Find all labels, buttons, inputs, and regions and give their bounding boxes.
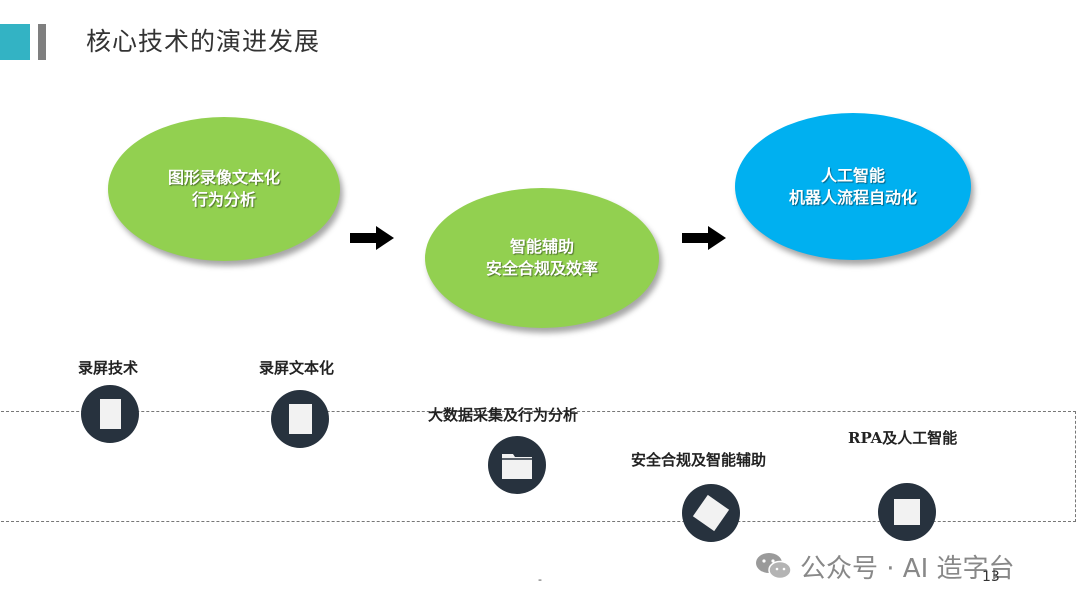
- stage-2-line1: 智能辅助: [509, 237, 574, 256]
- wechat-icon: [756, 553, 792, 580]
- diamond-icon: [682, 484, 740, 542]
- title-accent-bar: [0, 24, 30, 60]
- stage-ellipse-1: 图形录像文本化 行为分析: [108, 117, 340, 261]
- footer-dash: -: [538, 573, 542, 586]
- milestone-label-2: 录屏文本化: [259, 359, 335, 377]
- milestone-label-1: 录屏技术: [78, 359, 139, 377]
- stage-2-line2: 安全合规及效率: [485, 259, 598, 278]
- stage-3-line1: 人工智能: [820, 165, 885, 185]
- stage-ellipse-3: 人工智能 机器人流程自动化: [735, 113, 971, 260]
- page-number: 13: [982, 569, 1000, 585]
- folder-icon: [488, 436, 546, 494]
- square-icon: [878, 483, 936, 541]
- stage-3-line2: 机器人流程自动化: [788, 187, 917, 207]
- stage-ellipse-2: 智能辅助 安全合规及效率: [425, 188, 659, 328]
- document-icon: [81, 385, 139, 443]
- stage-1-line2: 行为分析: [191, 190, 256, 209]
- arrow-right-icon: [682, 226, 726, 250]
- milestone-label-3: 大数据采集及行为分析: [428, 406, 579, 424]
- arrow-right-icon: [350, 226, 394, 250]
- timeline-box: [0, 411, 1076, 522]
- watermark: 公众号 · AI 造字台: [800, 554, 1015, 584]
- title-divider-bar: [38, 24, 46, 60]
- page-title: 核心技术的演进发展: [86, 27, 321, 56]
- document-icon: [271, 390, 329, 448]
- milestone-label-5: RPA及人工智能: [848, 429, 958, 447]
- milestone-label-4: 安全合规及智能辅助: [631, 451, 767, 469]
- stage-1-line1: 图形录像文本化: [167, 168, 280, 187]
